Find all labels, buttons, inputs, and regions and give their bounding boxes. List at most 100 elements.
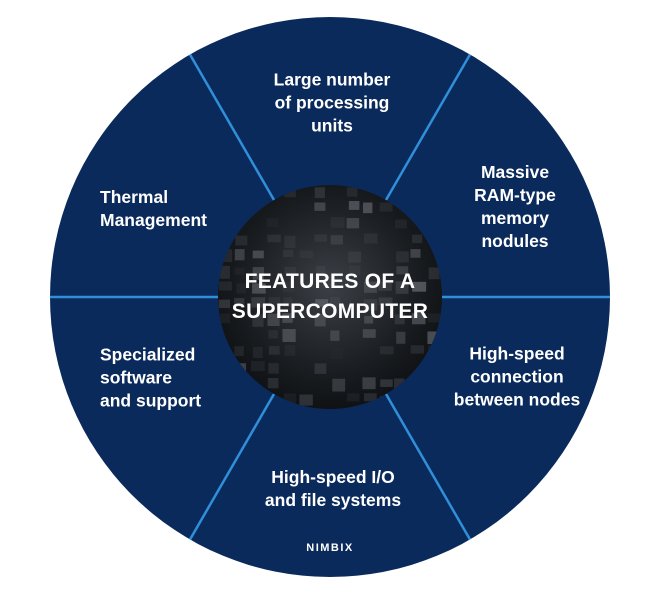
texture-tile [268,297,281,306]
texture-tile [363,299,378,311]
segment-dividers [50,53,610,541]
texture-tile [268,330,278,339]
texture-tile [252,314,264,327]
texture-tile [427,331,440,345]
texture-tile [347,393,360,402]
segment-label-processing-units: Large number of processing units [273,69,391,136]
texture-tile [234,249,245,261]
segment-label-io-filesystems: High-speed I/O and file systems [264,467,402,510]
texture-tile [330,235,343,245]
texture-tile [394,378,405,392]
segment-label-thermal-management: Thermal Management [100,187,207,230]
segment-divider [384,53,472,201]
texture-tile [268,363,279,374]
texture-tile [348,251,361,263]
texture-tile [362,377,376,390]
texture-tile [428,267,440,280]
texture-tile [379,346,394,355]
texture-tile [314,363,327,374]
texture-tile [234,298,245,307]
texture-tile [218,281,232,291]
texture-tile [252,250,264,259]
texture-tile [410,345,425,354]
texture-tile [220,265,230,279]
texture-tile [362,329,376,338]
segment-divider [384,393,472,541]
texture-tile [410,249,421,258]
texture-tile [234,346,244,357]
texture-tile [220,249,233,263]
texture-tile [314,234,328,242]
texture-tile [332,282,342,291]
texture-tile [363,281,377,293]
texture-tile [348,265,361,275]
texture-tile [396,331,406,344]
texture-tile [362,202,373,214]
texture-tile [396,251,409,263]
texture-tile [315,299,329,307]
texture-tile [330,217,345,228]
texture-tile [330,330,340,341]
texture-tile [252,267,265,280]
texture-tile [379,202,393,212]
texture-tile [283,393,297,405]
texture-tile [395,219,407,229]
texture-tile [395,281,409,294]
texture-tile [332,378,346,392]
texture-tile [330,347,344,359]
texture-tile [284,235,296,248]
texture-tile [252,283,266,294]
texture-tile [348,201,360,210]
texture-tile [234,267,245,275]
texture-tile [378,281,392,291]
texture-tile [250,361,265,372]
texture-tile [299,394,313,406]
texture-tile [218,299,231,309]
segment-divider [188,53,276,201]
texture-tile [314,313,326,327]
texture-tile [364,315,374,324]
texture-tile [283,297,293,308]
texture-tile [314,187,326,199]
texture-tile [427,313,441,323]
texture-tile [412,313,426,325]
texture-tile [396,266,409,275]
texture-tile [378,297,393,305]
brand-logo: NIMBIX [306,542,354,554]
texture-tile [364,393,377,402]
center-title: FEATURES OF A SUPERCOMPUTER [232,267,428,327]
segment-divider [188,393,276,541]
texture-tile [282,313,293,323]
texture-tile [316,265,326,276]
texture-tile [299,250,314,259]
texture-tile [330,297,341,308]
segment-label-ram-memory: Massive RAM-type memory nodules [474,162,556,251]
texture-tile [267,313,280,327]
texture-tile [346,187,358,197]
texture-tile [235,235,248,246]
texture-tile [380,379,393,387]
texture-tile [284,266,297,275]
texture-tile [267,234,281,243]
texture-tile [252,346,263,359]
texture-tile [267,378,279,389]
segment-label-software-support: Specialized software and support [100,344,202,411]
texture-tile [219,313,231,324]
center-title-line-1: FEATURES OF A [244,270,416,293]
texture-tile [283,249,294,258]
texture-tile [412,281,427,292]
texture-tile [314,202,326,211]
texture-tile [363,233,378,244]
texture-tile [412,234,423,244]
texture-tile [268,345,280,355]
center-title-line-2: SUPERCOMPUTER [231,300,429,323]
texture-tile [251,297,266,308]
texture-tile [236,283,247,294]
texture-tile [282,329,296,342]
texture-tile [284,345,296,356]
texture-tile [394,314,405,325]
texture-tile [266,218,279,228]
texture-tile [282,281,295,293]
texture-tile [346,218,360,229]
